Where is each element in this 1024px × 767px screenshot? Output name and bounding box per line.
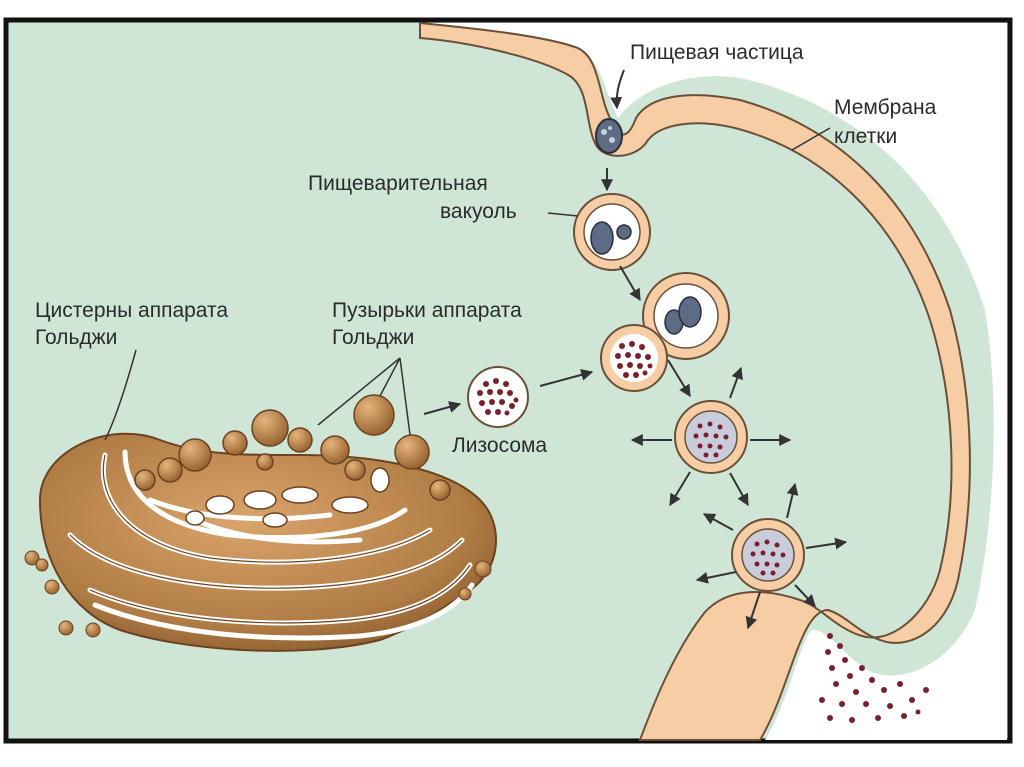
leader-cell-membrane [791, 127, 831, 151]
food-particle [595, 118, 623, 154]
golgi-apparatus [24, 394, 497, 652]
fusing-vacuole [600, 272, 730, 392]
leader-golgi-vesicles-3 [399, 357, 411, 436]
label-golgi-vesicles-line2: Гольджи [332, 326, 415, 349]
arrow-to-lysosome [423, 401, 462, 415]
arrow-food-in [610, 69, 625, 110]
arrow-lysosome-to-vacuole [539, 369, 594, 387]
label-lysosome: Лизосома [452, 434, 548, 457]
cell-membrane [419, 21, 971, 741]
leader-golgi-vesicles-1 [317, 357, 401, 426]
arrow-fused-down [667, 359, 691, 398]
secreted-particles [819, 633, 929, 723]
label-cell-membrane-line1: Мембрана [834, 96, 937, 119]
lysosome [467, 366, 529, 428]
label-food-particle: Пищевая частица [630, 41, 804, 64]
leader-golgi-cisterns [104, 349, 137, 441]
digesting-vacuole-2 [731, 518, 805, 592]
digesting-vacuole-1 [674, 400, 748, 474]
label-cell-membrane-line2: клетки [834, 125, 898, 148]
label-digestive-vacuole-line2: вакуоль [440, 200, 517, 223]
extracellular-space [420, 23, 1007, 740]
label-golgi-cisterns-line2: Гольджи [35, 326, 118, 349]
leader-golgi-vesicles-2 [379, 357, 401, 397]
digestive-vacuole [573, 193, 651, 271]
label-digestive-vacuole-line1: Пищеварительная [308, 172, 488, 195]
label-golgi-vesicles-line1: Пузырьки аппарата [332, 299, 522, 322]
leader-digestive-vacuole [547, 212, 579, 217]
arrow-vacuole-down [619, 265, 641, 302]
label-golgi-cisterns-line1: Цистерны аппарата [35, 299, 229, 322]
